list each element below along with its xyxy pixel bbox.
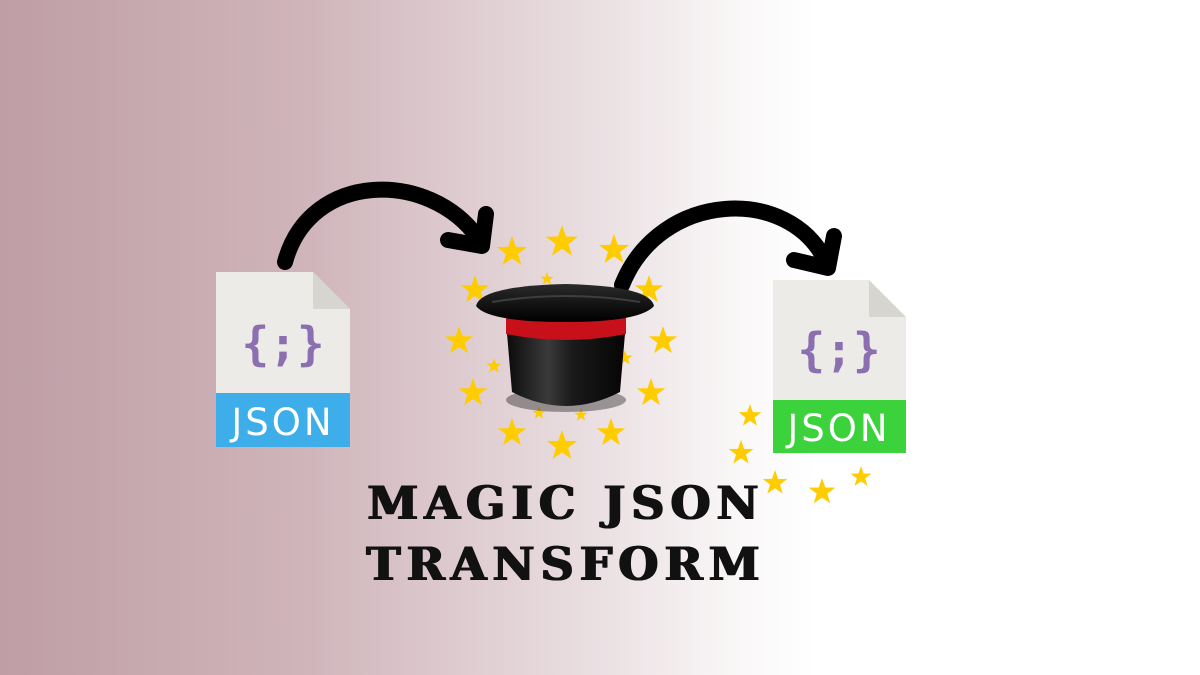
file-label-band bbox=[773, 400, 906, 453]
file-label: JSON bbox=[229, 401, 334, 444]
arrow-to-target bbox=[614, 200, 842, 293]
banner-title-line-2: TRANSFORM bbox=[366, 537, 766, 591]
top-hat-icon bbox=[476, 284, 654, 412]
file-label: JSON bbox=[785, 407, 890, 450]
arrow-to-hat bbox=[277, 181, 494, 270]
hat-band bbox=[506, 316, 626, 340]
file-glyph: {;} bbox=[797, 323, 880, 377]
file-fold bbox=[313, 272, 350, 309]
file-label-band bbox=[216, 393, 350, 447]
target-json-file: {;} JSON bbox=[773, 280, 906, 453]
file-fold bbox=[869, 280, 906, 317]
banner-title-line-1: MAGIC JSON bbox=[367, 476, 765, 530]
file-glyph: {;} bbox=[241, 317, 324, 371]
source-json-file: {;} JSON bbox=[216, 272, 350, 447]
